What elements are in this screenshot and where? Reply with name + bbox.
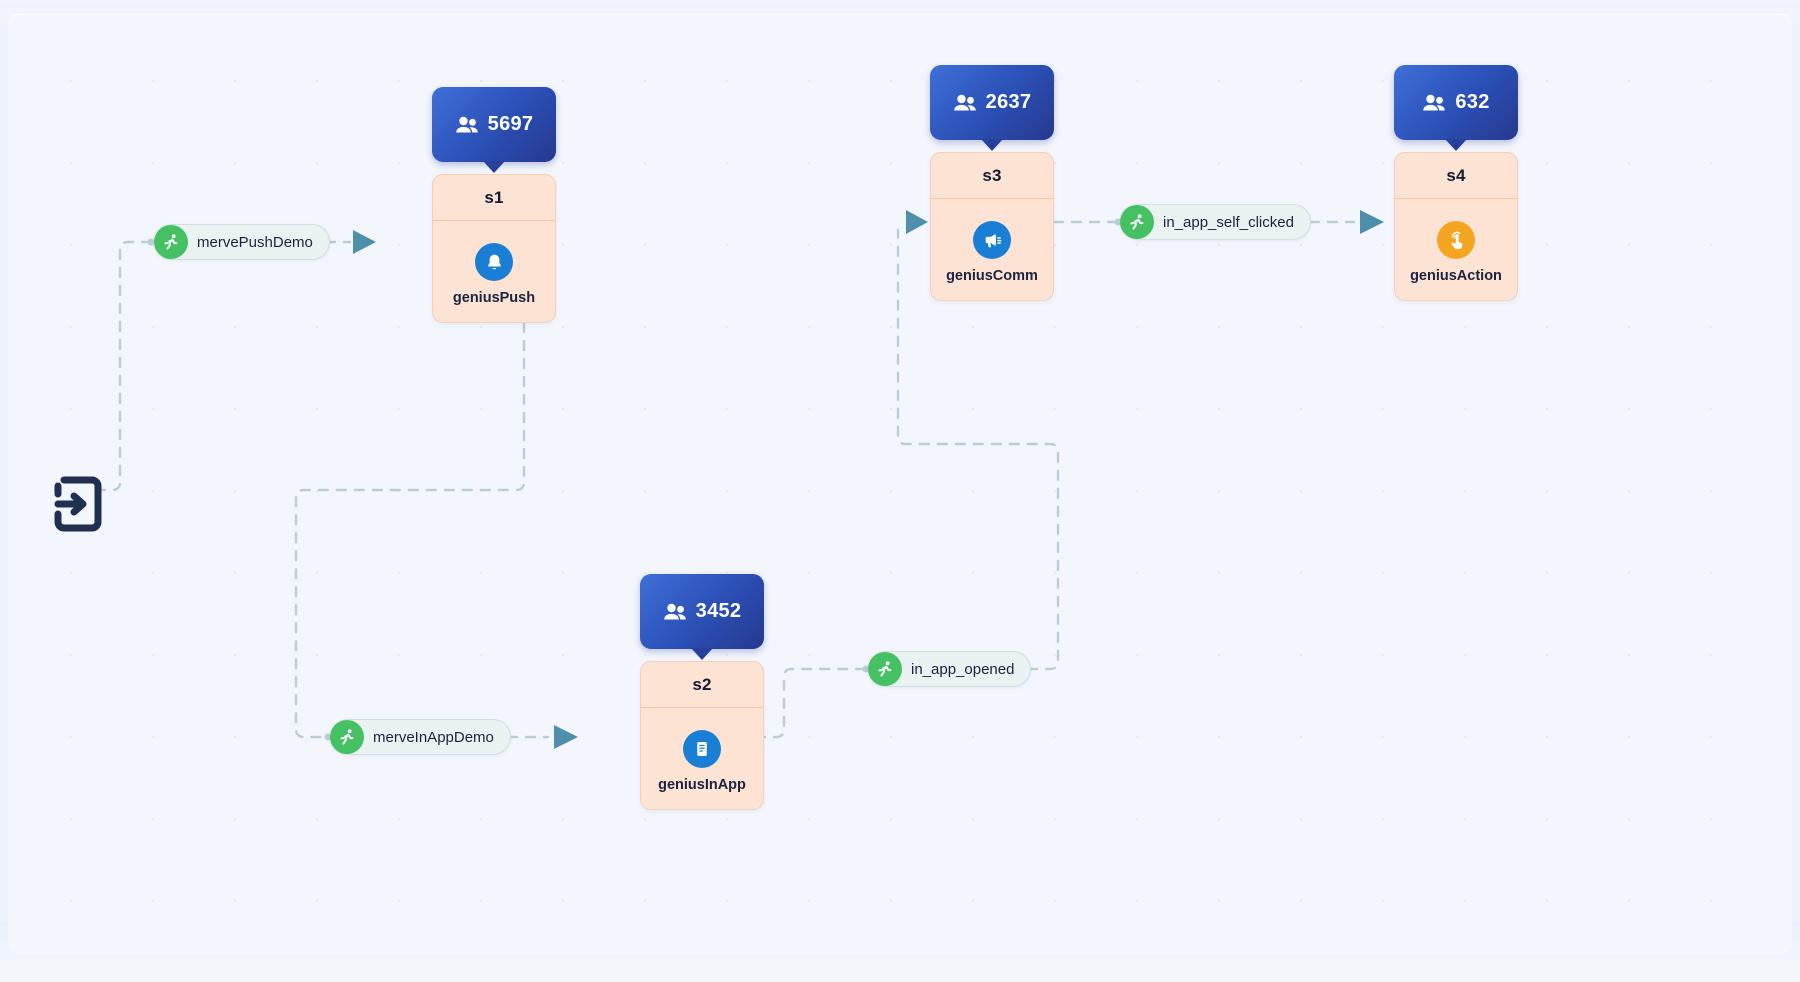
edge-dot [1114,218,1122,226]
event-pill-in_app_self_clicked[interactable]: in_app_self_clicked [1120,204,1311,240]
tap-click-icon [1437,221,1475,259]
state-node-channel: geniusPush [452,290,536,306]
state-node-title: s3 [931,153,1053,199]
event-pill-mervePushDemo[interactable]: mervePushDemo [154,224,330,260]
edge-dot [862,665,870,673]
state-node-body: geniusComm [931,199,1053,300]
enter-door-icon [54,476,102,532]
document-icon [683,730,721,768]
flow-entry-point[interactable] [50,472,104,536]
state-node-body: geniusPush [433,221,555,322]
state-node-body: geniusAction [1395,199,1517,300]
edge-entry-to-mervePushDemo [94,240,150,492]
state-node-s1[interactable]: s1 geniusPush [432,174,556,323]
audience-badge-s2[interactable]: 3452 [640,574,764,649]
users-icon [1423,94,1446,110]
users-icon [663,603,686,619]
event-pill-label: mervePushDemo [197,233,313,251]
audience-count: 3452 [695,600,742,622]
event-pill-label: in_app_self_clicked [1163,213,1294,231]
state-node-s2[interactable]: s2 geniusInApp [640,661,764,810]
state-node-channel: geniusComm [946,268,1038,284]
edge-arrowhead [554,725,578,749]
users-icon [455,116,478,132]
edge-arrowhead [906,210,928,234]
edge-dot [324,733,332,741]
edge-s2-to-in_app_opened [700,667,866,739]
audience-badge-s1[interactable]: 5697 [432,87,556,162]
audience-badge-s3[interactable]: 2637 [930,65,1054,140]
flow-canvas[interactable]: 5697 s1 geniusPush [8,14,1792,954]
runner-icon [330,720,364,754]
state-node-s4[interactable]: s4 geniusAction [1394,152,1518,301]
edge-arrowhead [1360,210,1384,234]
event-pill-label: in_app_opened [911,660,1015,678]
event-pill-merveInAppDemo[interactable]: merveInAppDemo [330,719,511,755]
edge-s1-to-merveInAppDemo [294,240,526,739]
state-node-s3[interactable]: s3 geniusComm [930,152,1054,301]
audience-badge-s4[interactable]: 632 [1394,65,1518,140]
audience-count: 5697 [487,113,534,135]
users-icon [953,94,976,110]
audience-count: 632 [1455,91,1490,113]
bell-icon [475,243,513,281]
megaphone-icon [973,221,1011,259]
state-node-title: s4 [1395,153,1517,199]
runner-icon [868,652,902,686]
state-node-body: geniusInApp [641,708,763,809]
event-pill-in_app_opened[interactable]: in_app_opened [868,651,1032,687]
audience-count: 2637 [985,91,1032,113]
state-node-title: s2 [641,662,763,708]
state-node-title: s1 [433,175,555,221]
edge-arrowhead [353,230,376,254]
runner-icon [154,225,188,259]
state-node-channel: geniusInApp [658,777,746,793]
runner-icon [1120,205,1154,239]
event-pill-label: merveInAppDemo [373,728,494,746]
edge-in_app_opened-to-s3 [896,228,1060,671]
edge-layer [94,210,1384,749]
state-node-channel: geniusAction [1410,268,1502,284]
edge-dot [147,238,155,246]
